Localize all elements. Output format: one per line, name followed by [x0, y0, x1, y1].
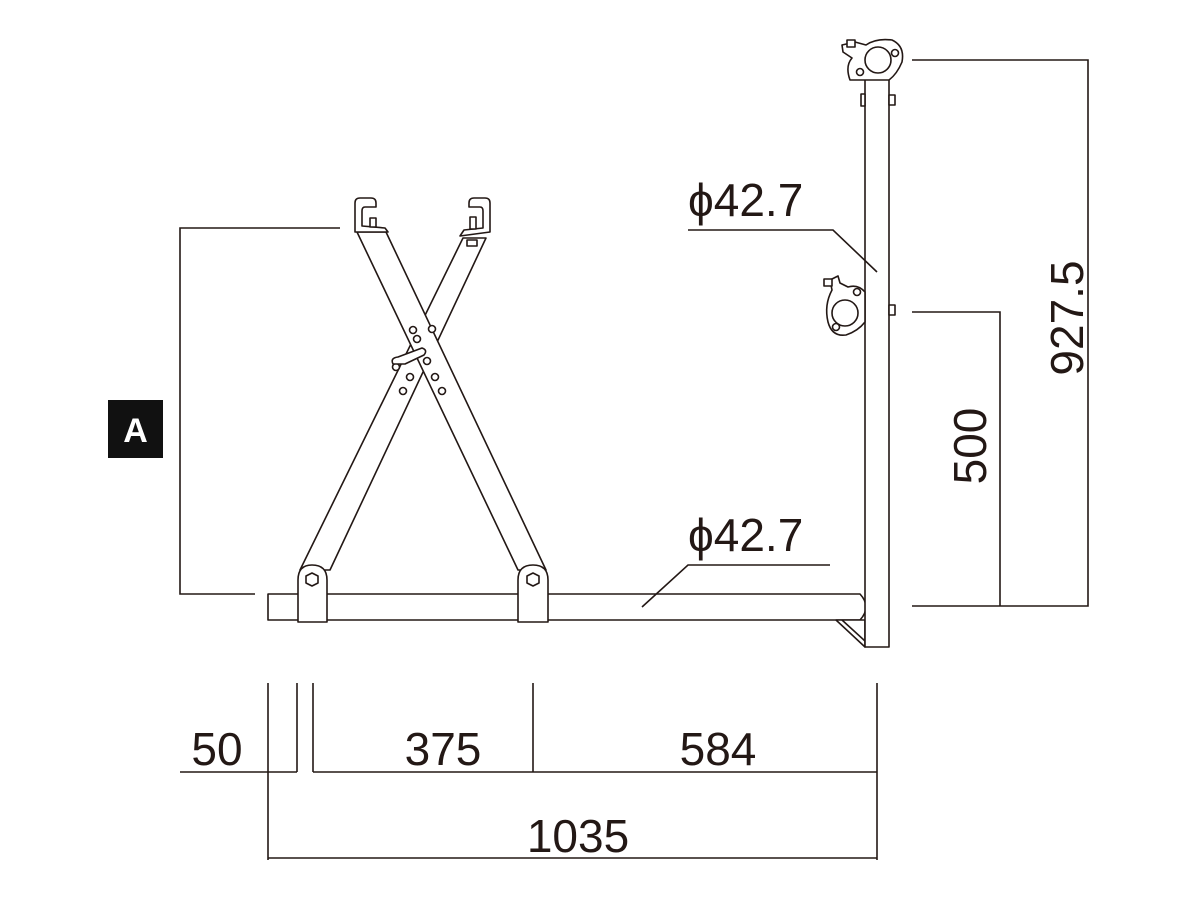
gusset-plate [835, 619, 866, 648]
hook-right [459, 197, 491, 237]
label-a-badge: A [108, 400, 163, 458]
top-clamp [841, 38, 904, 81]
dim-seg1: 375 [405, 723, 482, 775]
hook-left [354, 197, 389, 233]
pin-plate-right [517, 564, 549, 623]
brace-leg-right-to-left [299, 237, 487, 571]
pipe-diameter-callout-top: ϕ42.7 [688, 174, 878, 273]
dimension-height-clamp: 500 [912, 311, 1001, 606]
vertical-tube [860, 77, 896, 648]
svg-text:ϕ42.7: ϕ42.7 [688, 509, 803, 561]
svg-text:927.5: 927.5 [1041, 260, 1093, 375]
brace-lock-pin [391, 347, 427, 365]
middle-clamp [823, 275, 866, 337]
dim-offset: 50 [191, 723, 242, 775]
dimension-a-lines [179, 227, 340, 595]
dimension-horizontal: 50 375 584 1035 [180, 683, 878, 862]
horizontal-tube [267, 593, 867, 621]
brace-holes [391, 324, 447, 396]
cross-brace [297, 197, 549, 623]
dim-total-length: 1035 [527, 810, 629, 862]
svg-text:500: 500 [944, 408, 996, 485]
svg-text:ϕ42.7: ϕ42.7 [688, 174, 803, 226]
dimension-height-total: 927.5 [912, 59, 1093, 607]
pipe-diameter-callout-bottom: ϕ42.7 [641, 509, 830, 608]
label-a-text: A [123, 412, 148, 450]
dim-seg2: 584 [680, 723, 757, 775]
